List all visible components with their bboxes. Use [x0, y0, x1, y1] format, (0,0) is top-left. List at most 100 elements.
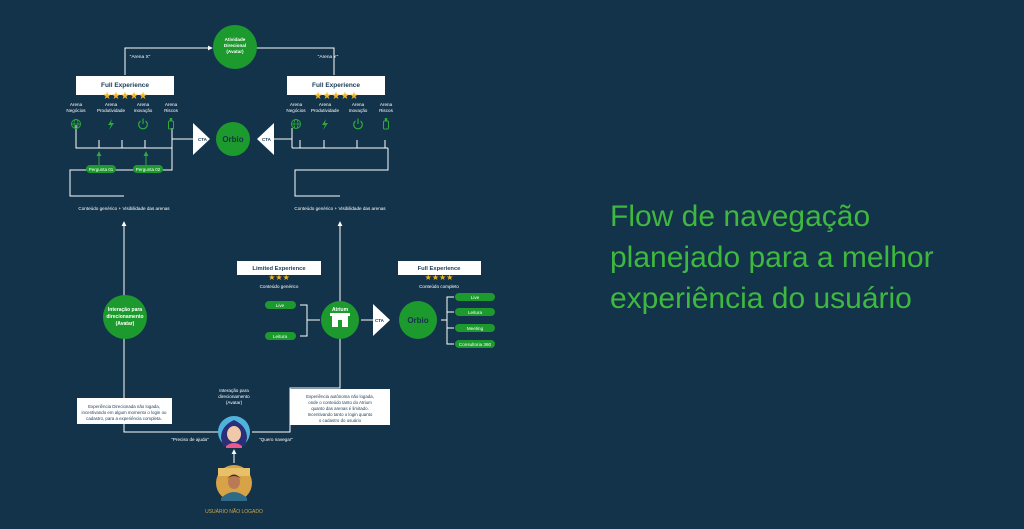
- orbio-label: Orbio: [407, 316, 428, 325]
- atrium-node: Atrium: [321, 301, 359, 339]
- lightning-icon: [108, 119, 114, 130]
- headline-line: planejado para a melhor: [610, 241, 934, 274]
- full-experience-subtitle: Conteúdo completo: [419, 284, 459, 289]
- orbio-label: Orbio: [222, 135, 243, 144]
- full-pill-label: Leitura: [468, 310, 482, 315]
- headline-line: experiência do usuário: [610, 282, 912, 315]
- note-line: cadastro, para a experiência completa.: [86, 416, 162, 421]
- arena-label: Negócios: [286, 108, 306, 113]
- full-pill: Live: [455, 293, 495, 301]
- rating-stars: ★★★★★: [314, 91, 359, 102]
- rating-stars: ★★★★★: [103, 91, 148, 102]
- top-node-line: Atividade: [225, 37, 246, 42]
- note-line: incentivando em algum momento o login ou: [82, 410, 167, 415]
- arena-label: Inovação: [349, 108, 368, 113]
- limited-experience-box: Limited Experience ★★★ Conteúdo genérico: [237, 261, 321, 289]
- full-experience-bottom: Full Experience ★★★★ Conteúdo completo: [398, 261, 481, 289]
- limited-pill-label: Leitura: [273, 334, 287, 339]
- avatar-label-line: Interação para: [219, 388, 249, 393]
- note-line: quanto das arenas é limitado.: [311, 406, 369, 411]
- arena-label: Negócios: [66, 108, 86, 113]
- full-pill: Meeting: [455, 324, 495, 332]
- note-line: onde o conteúdo tanto do Atrium: [308, 400, 372, 405]
- user-avatar: [216, 465, 252, 501]
- arena-y-label: "Arena Y": [318, 54, 339, 60]
- user-label: USUÁRIO NÃO LOGADO: [205, 508, 263, 515]
- limited-pill-label: Live: [276, 303, 285, 308]
- arena-label: Inovação: [134, 108, 153, 113]
- orbio-node-bottom: Orbio: [399, 301, 437, 339]
- avatar-label-line: (Avatar): [226, 400, 243, 405]
- arena-label: Arena: [352, 102, 365, 107]
- power-icon: [353, 118, 363, 130]
- limited-experience-subtitle: Conteúdo genérico: [260, 284, 299, 289]
- limited-pill: Leitura: [265, 332, 296, 340]
- headline-line: Flow de navegação: [610, 200, 871, 233]
- top-avatar-node: Atividade Direcional (Avatar): [213, 25, 257, 69]
- content-label-right: Conteúdo genérico + Visibilidade das are…: [294, 206, 386, 211]
- interaction-avatar-node: Interação para direcionamento (Avatar): [103, 295, 147, 339]
- cta-label: CTA: [262, 137, 272, 142]
- arena-label: Arena: [137, 102, 150, 107]
- arena-label: Produtividade: [311, 108, 340, 113]
- full-pill: Leitura: [455, 308, 495, 316]
- arena-label: Arena: [165, 102, 178, 107]
- full-pill-label: Meeting: [467, 326, 484, 331]
- arena-label: Produtividade: [97, 108, 126, 113]
- arenas-right: Arena Negócios Arena Produtividade Arena…: [286, 102, 394, 130]
- rating-stars: ★★★: [268, 273, 290, 282]
- rating-stars: ★★★★: [425, 273, 454, 282]
- arena-label: Arena: [290, 102, 303, 107]
- full-experience-right: Full Experience ★★★★★: [287, 76, 385, 102]
- full-pill-label: Consultoria 360: [459, 342, 492, 347]
- path-left-label: "Preciso de ajuda": [171, 437, 209, 442]
- lightning-icon: [322, 119, 328, 130]
- full-experience-left: Full Experience ★★★★★: [76, 76, 174, 102]
- cta-right: CTA: [257, 123, 274, 155]
- cta-left: CTA: [193, 123, 210, 155]
- question-pill-label: Pergunta 02: [136, 167, 161, 172]
- arena-label: Arena: [380, 102, 393, 107]
- full-pill-label: Live: [471, 295, 480, 300]
- note-line: Incentivando tanto o login quanto: [308, 412, 373, 417]
- cta-label: CTA: [375, 318, 385, 323]
- assistant-avatar: [218, 416, 250, 448]
- headline: Flow de navegação planejado para a melho…: [610, 196, 1010, 319]
- question-pill: Pergunta 02: [133, 165, 163, 173]
- power-icon: [138, 118, 148, 130]
- globe-icon: [71, 119, 81, 129]
- arena-label: Riscos: [379, 108, 393, 113]
- arena-label: Riscos: [164, 108, 178, 113]
- building-icon: [330, 313, 350, 327]
- bottle-icon: [383, 118, 389, 130]
- arena-label: Arena: [319, 102, 332, 107]
- arena-x-label: "Arena X": [130, 54, 151, 60]
- interaction-node-line: (Avatar): [116, 321, 135, 327]
- arena-label: Arena: [70, 102, 83, 107]
- cta-label: CTA: [198, 137, 208, 142]
- note-line: Experiência autônoma não logada,: [306, 394, 374, 399]
- interaction-node-line: direcionamento: [106, 314, 143, 320]
- connectors: [69, 45, 454, 463]
- limited-experience-title: Limited Experience: [252, 266, 306, 272]
- note-line: Experiência Direcionada não logada,: [88, 404, 160, 409]
- limited-pill: Live: [265, 301, 296, 309]
- globe-icon: [291, 119, 301, 129]
- path-right-label: "Quero navegar": [259, 437, 293, 442]
- bottle-icon: [168, 118, 174, 130]
- top-node-line: Direcional: [224, 43, 246, 48]
- orbio-node-top: Orbio: [216, 122, 250, 156]
- arenas-left: Arena Negócios Arena Produtividade Arena…: [66, 102, 179, 130]
- full-experience-title: Full Experience: [101, 82, 149, 89]
- avatar-label-line: direcionamento: [218, 394, 250, 399]
- note-left: Experiência Direcionada não logada, ince…: [77, 398, 172, 424]
- arena-label: Arena: [105, 102, 118, 107]
- interaction-node-line: Interação para: [108, 307, 142, 313]
- cta-bottom: CTA: [373, 304, 390, 336]
- content-label-left: Conteúdo genérico + Visibilidade das are…: [78, 206, 170, 211]
- full-pill: Consultoria 360: [455, 340, 495, 348]
- full-experience-title: Full Experience: [312, 82, 360, 89]
- question-pill: Pergunta 01: [86, 165, 116, 173]
- question-pill-label: Pergunta 01: [89, 167, 114, 172]
